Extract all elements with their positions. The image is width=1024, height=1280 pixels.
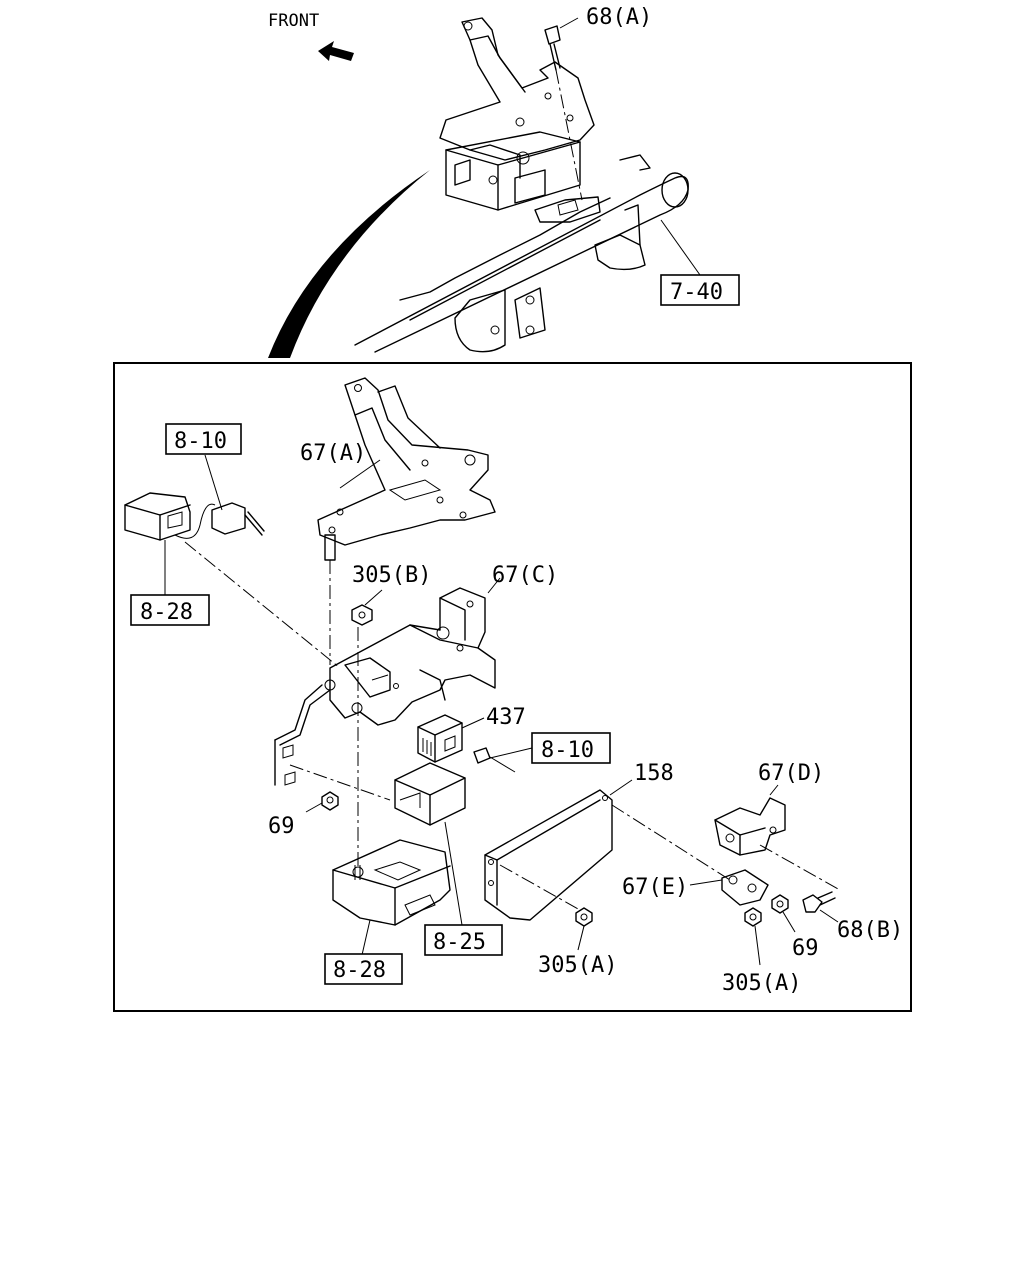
inset-illustration	[124, 377, 841, 966]
part-label-68a: 68(A)	[586, 5, 652, 30]
part-label-68b: 68(B)	[837, 918, 903, 943]
part-label-305a-mid: 305(A)	[538, 953, 617, 978]
part-label-69-right: 69	[792, 936, 819, 961]
part-label-69-left: 69	[268, 814, 295, 839]
ref-label-8-10-mid: 8-10	[541, 738, 594, 763]
front-label: FRONT	[268, 11, 319, 31]
part-label-158: 158	[634, 761, 674, 786]
ref-box-7-40	[660, 274, 740, 306]
ref-label-8-10-top: 8-10	[174, 429, 227, 454]
ref-box-8-28-bottom	[324, 953, 403, 985]
part-label-67c: 67(C)	[492, 563, 558, 588]
part-label-67a: 67(A)	[300, 441, 366, 466]
ref-box-8-10-mid	[531, 732, 611, 764]
ref-label-8-25: 8-25	[433, 930, 486, 955]
top-assembly-illustration	[268, 17, 701, 358]
ref-box-8-25	[424, 924, 503, 956]
ref-label-8-28-top: 8-28	[140, 600, 193, 625]
part-label-437: 437	[486, 705, 526, 730]
part-label-305b: 305(B)	[352, 563, 431, 588]
part-label-305a-right: 305(A)	[722, 971, 801, 996]
ref-label-8-28-bottom: 8-28	[333, 958, 386, 983]
detail-inset-frame	[113, 362, 912, 1012]
ref-label-7-40: 7-40	[670, 280, 723, 305]
part-label-67d: 67(D)	[758, 761, 824, 786]
ref-box-8-10-top	[165, 423, 242, 455]
ref-box-8-28-top	[130, 594, 210, 626]
front-arrow-icon	[318, 41, 354, 61]
part-label-67e: 67(E)	[622, 875, 688, 900]
